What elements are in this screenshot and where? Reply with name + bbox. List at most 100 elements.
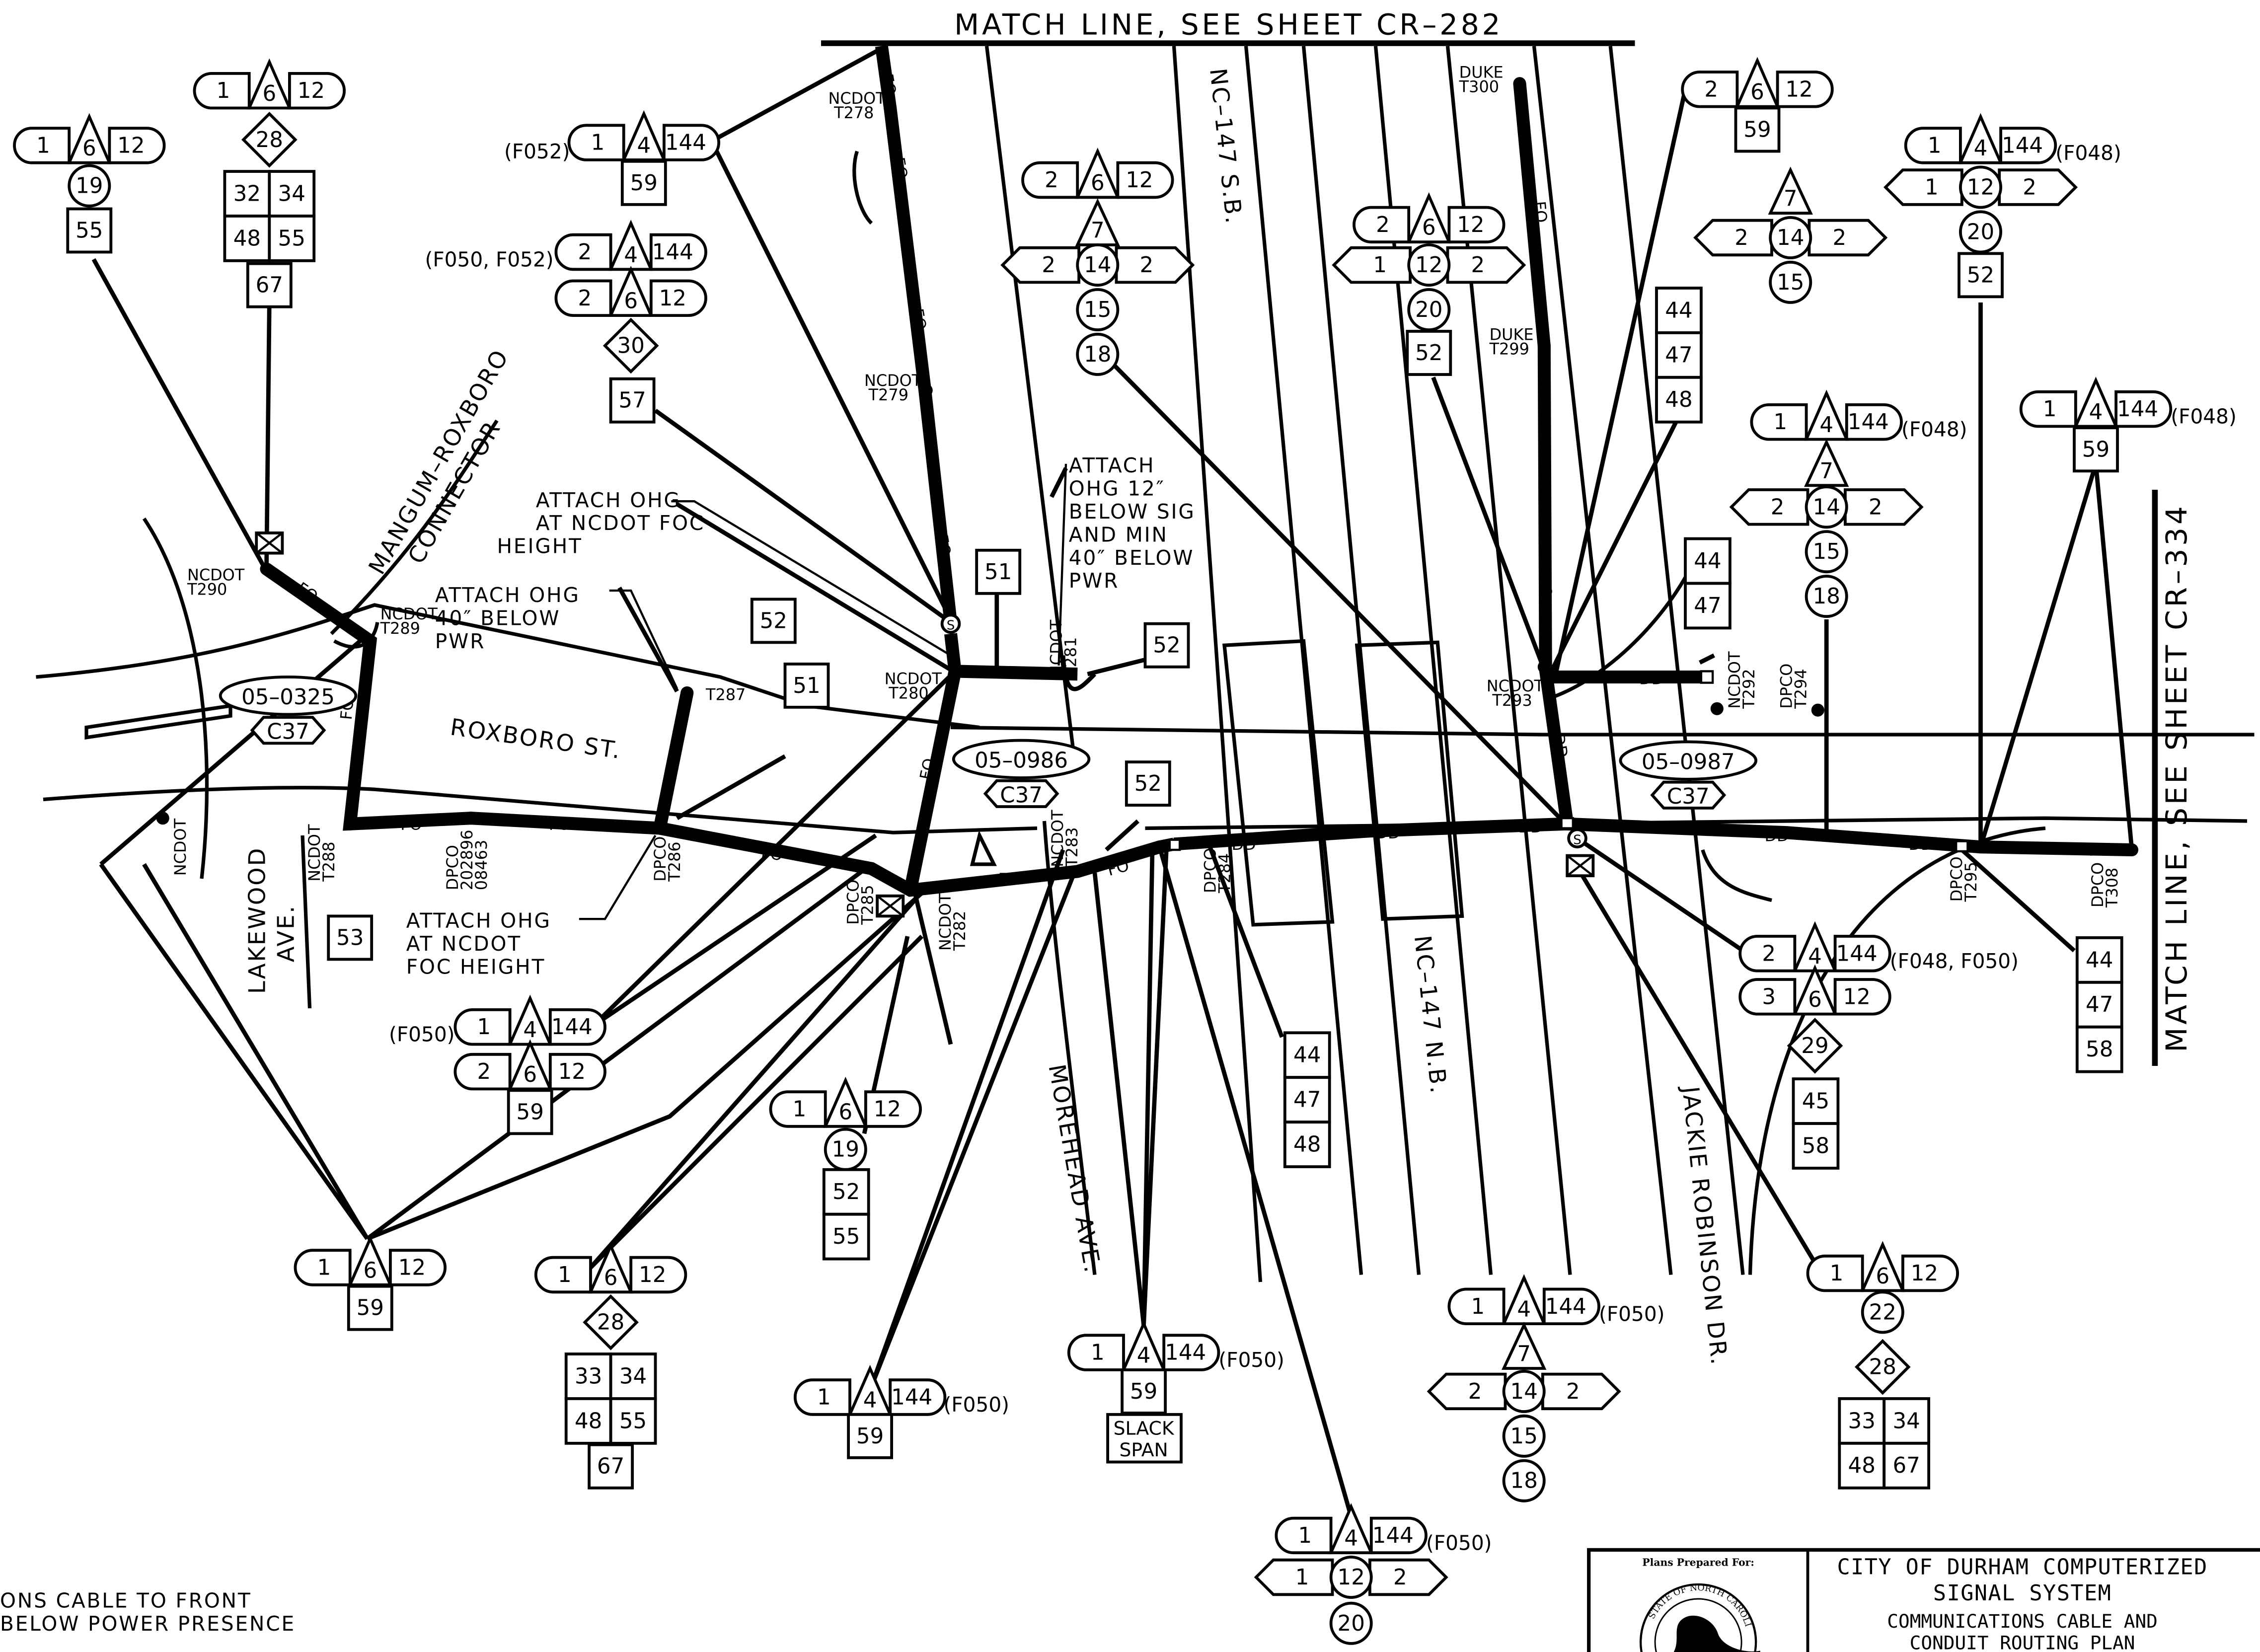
- svg-text:4: 4: [2089, 400, 2103, 425]
- svg-text:DD: DD: [1909, 835, 1933, 854]
- svg-text:47: 47: [1665, 343, 1692, 368]
- fiber-ref: (F048, F050): [1890, 949, 2019, 973]
- svg-text:12: 12: [1457, 213, 1484, 237]
- svg-text:15: 15: [1777, 270, 1804, 295]
- cable-labels: FO FO FO FO FO FO FO FO FO FO FO FO DD D…: [293, 73, 2110, 889]
- svg-text:1: 1: [217, 78, 230, 103]
- svg-text:1: 1: [1774, 410, 1788, 435]
- svg-text:(F050): (F050): [1426, 1531, 1492, 1555]
- svg-text:1: 1: [1925, 175, 1939, 200]
- svg-text:58: 58: [2086, 1037, 2113, 1062]
- svg-text:14: 14: [1813, 495, 1840, 520]
- svg-text:FO: FO: [1536, 576, 1555, 598]
- svg-text:4: 4: [1974, 136, 1988, 161]
- svg-text:6: 6: [1876, 1264, 1889, 1289]
- svg-text:DD: DD: [1518, 818, 1543, 836]
- svg-text:14: 14: [1777, 225, 1804, 250]
- svg-text:15: 15: [1084, 298, 1111, 322]
- fiber-ref: (F050): [1426, 1531, 1492, 1555]
- signal-05-0325: 05–0325 C37: [219, 676, 358, 745]
- street-nc147-sb: NC–147 S.B.: [1205, 67, 1248, 226]
- svg-text:55: 55: [278, 226, 305, 251]
- svg-text:FO: FO: [908, 307, 930, 331]
- svg-text:7: 7: [1784, 187, 1798, 212]
- svg-text:30: 30: [617, 334, 645, 359]
- svg-text:59: 59: [856, 1424, 884, 1449]
- svg-text:7: 7: [1091, 219, 1105, 243]
- svg-text:12: 12: [1843, 984, 1870, 1009]
- svg-text:6: 6: [82, 136, 96, 161]
- svg-text:144: 144: [1836, 941, 1878, 966]
- cable-tag-diamond: 28: [583, 1294, 639, 1351]
- pole-t283: [1071, 865, 1084, 878]
- svg-text:1: 1: [36, 133, 50, 158]
- title-line-1: CITY OF DURHAM COMPUTERIZED: [1837, 1555, 2207, 1580]
- svg-text:6: 6: [523, 1062, 537, 1087]
- pole-t299: [1537, 339, 1551, 353]
- cable-tag-circle: 15: [1076, 288, 1120, 332]
- conduit-box: 52: [1143, 622, 1190, 669]
- svg-text:2: 2: [477, 1059, 491, 1084]
- svg-text:12: 12: [874, 1097, 901, 1122]
- conduit-box: 59: [1734, 106, 1781, 153]
- svg-text:18: 18: [1510, 1469, 1538, 1494]
- signal-05-0986: 05–0986 C37: [952, 739, 1091, 808]
- svg-text:(F050): (F050): [389, 1023, 455, 1047]
- pole-t286: [653, 822, 667, 835]
- svg-text:28: 28: [597, 1310, 624, 1335]
- cable-tag-circle: 20: [1407, 288, 1451, 332]
- svg-text:33: 33: [1848, 1409, 1876, 1433]
- svg-text:2: 2: [1869, 495, 1883, 520]
- junction-boxes: S S: [255, 531, 1595, 918]
- fiber-optic-trunk: [263, 45, 2132, 897]
- svg-text:(F048): (F048): [2171, 405, 2237, 429]
- svg-text:4: 4: [1137, 1343, 1151, 1368]
- conduit-box: 52: [1958, 252, 2004, 299]
- cable-tag-circle: 15: [1805, 530, 1848, 574]
- svg-text:12: 12: [298, 78, 325, 103]
- cable-tag-circle: 20: [1959, 210, 2003, 254]
- svg-text:144: 144: [551, 1015, 593, 1040]
- conduit-box: 52: [750, 598, 797, 644]
- svg-text:4: 4: [863, 1388, 877, 1413]
- svg-text:19: 19: [832, 1137, 859, 1162]
- title-line-2: SIGNAL SYSTEM: [1933, 1581, 2111, 1606]
- svg-text:(F050): (F050): [944, 1393, 1010, 1417]
- svg-text:DD: DD: [1549, 732, 1572, 759]
- pole-t300: [1513, 77, 1526, 90]
- svg-text:4: 4: [1517, 1297, 1531, 1322]
- svg-text:6: 6: [1091, 171, 1105, 196]
- svg-text:28: 28: [256, 128, 283, 152]
- pole-ncdot-lw: [156, 812, 169, 825]
- svg-text:2: 2: [1376, 213, 1390, 237]
- cable-tag-circle: 18: [1805, 575, 1848, 618]
- svg-text:12: 12: [117, 133, 145, 158]
- svg-text:144: 144: [1848, 410, 1889, 435]
- svg-text:4: 4: [624, 243, 638, 268]
- cable-tag-diamond: 28: [241, 111, 298, 168]
- svg-text:4: 4: [523, 1018, 537, 1043]
- svg-text:34: 34: [278, 182, 305, 207]
- svg-text:19: 19: [75, 174, 103, 199]
- svg-text:6: 6: [1808, 987, 1822, 1012]
- match-line-right-label: MATCH LINE, SEE SHEET CR–334: [2160, 503, 2193, 1052]
- svg-text:T287: T287: [705, 685, 746, 704]
- street-jackie-robinson: JACKIE ROBINSON DR.: [1677, 1084, 1733, 1367]
- svg-text:44: 44: [1293, 1043, 1321, 1068]
- svg-text:33: 33: [575, 1364, 602, 1389]
- svg-text:57: 57: [618, 388, 646, 413]
